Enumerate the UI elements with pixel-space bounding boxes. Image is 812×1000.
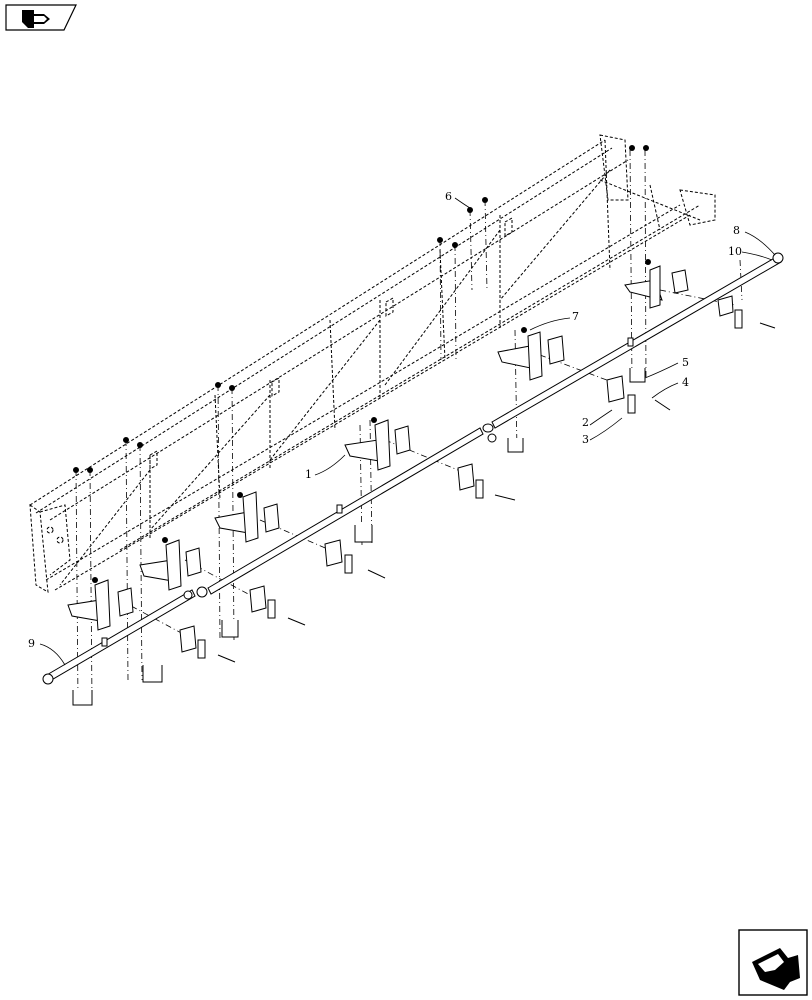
callout-8: 8 [733,224,740,237]
fasteners [73,145,776,663]
assembly-axes [75,149,743,701]
back-arrow-icon[interactable] [5,4,77,31]
next-arrow-icon[interactable] [738,929,808,996]
callout-5: 5 [682,356,689,369]
brackets [67,265,743,659]
callout-10: 10 [728,245,742,258]
callout-4: 4 [682,376,689,389]
leader-lines [39,197,776,666]
spray-tube [42,252,784,685]
u-bolts [72,368,646,706]
callout-2: 2 [582,416,589,429]
callout-9: 9 [28,637,35,650]
boom-frame [29,134,716,593]
callout-6: 6 [445,190,452,203]
callouts: 1 2 3 4 5 6 7 8 9 10 [28,190,742,650]
callout-3: 3 [582,433,589,446]
callout-7: 7 [572,310,579,323]
callout-1: 1 [305,468,312,481]
